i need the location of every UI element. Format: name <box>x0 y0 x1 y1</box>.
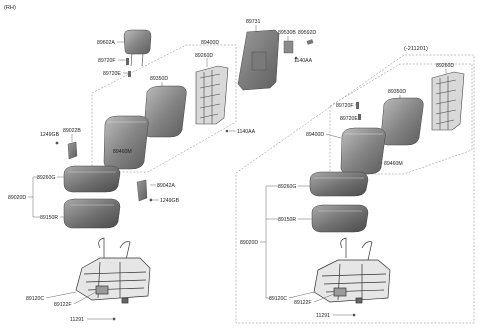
side-trim-89022B-part <box>67 141 78 160</box>
bolt-1140AA-mid-part <box>225 129 229 133</box>
label-89720E-right: 89720E <box>340 116 358 122</box>
screw-1249GB-lower-part <box>149 198 153 202</box>
seatback-foam-right-part <box>380 97 424 146</box>
seatback-cover-right-part <box>340 127 386 175</box>
label-89150R-left: 89150R <box>40 215 58 221</box>
bracket-89530B-part <box>283 40 294 54</box>
label-89122F-left: 89122F <box>54 302 72 308</box>
label-89120C-right: 89120C <box>269 296 287 302</box>
label-1140AA-upper: 1140AA <box>294 58 313 64</box>
label-89720F-left: 89720F <box>98 58 116 64</box>
label-89150R-right: 89150R <box>278 217 296 223</box>
label-89400D-left: 89400D <box>201 40 219 46</box>
leader-89400D-right <box>325 133 342 139</box>
label-89350D-right: 89350D <box>388 89 406 95</box>
bolt-11291-right-part <box>352 313 356 317</box>
back-panel-part <box>237 29 280 91</box>
label-89022B: 89022B <box>63 128 81 134</box>
label-89350D-left: 89350D <box>150 76 168 82</box>
label-89260D-left: 89260D <box>195 53 213 59</box>
seat-cushion-foam-part <box>63 198 121 229</box>
label-89530B: 89530B <box>278 30 296 36</box>
side-indicator: (RH) <box>4 5 16 11</box>
label-89020D-right: 89020D <box>240 240 258 246</box>
label-89400D-right: 89400D <box>306 132 324 138</box>
label-1140AA-mid: 1140AA <box>237 129 256 135</box>
label-89460M-left: 89460M <box>113 149 132 155</box>
label-89020D-left: 89020D <box>8 195 26 201</box>
label-89720E-left: 89720E <box>103 71 121 77</box>
label-89460M-right: 89460M <box>384 161 403 167</box>
label-89260G-left: 89260G <box>37 175 55 181</box>
label-89042A: 89042A <box>157 183 175 189</box>
leader-89122F-right <box>313 293 335 303</box>
label-89120C-left: 89120C <box>26 296 44 302</box>
clip-89592D-part <box>306 39 314 45</box>
label-1249GB-lower: 1249GB <box>160 198 180 204</box>
screw-1249GB-upper-part <box>55 141 59 145</box>
bolt-1140AA-upper-part <box>294 56 298 62</box>
label-89592D: 89592D <box>298 30 316 36</box>
side-shield-89042A-part <box>136 179 148 202</box>
seat-cushion-cover-right-part <box>309 171 369 197</box>
leader-89120C-right <box>288 291 315 299</box>
label-89260G-right: 89260G <box>278 184 296 190</box>
leader-89122F-left <box>73 291 97 305</box>
label-11291-right: 11291 <box>316 313 330 319</box>
label-1249GB-upper: 1249GB <box>40 132 60 138</box>
seat-cushion-cover-part <box>63 165 121 193</box>
seatback-frame-right-part <box>431 71 465 131</box>
variant-indicator: (-211201) <box>404 46 428 52</box>
label-89602A: 89602A <box>97 40 115 46</box>
variant-assembly-outline <box>235 54 475 324</box>
seatback-frame-part <box>195 65 229 125</box>
headrest-guide-right-part <box>356 102 361 120</box>
seatback-cover-part <box>103 115 149 170</box>
seat-frame-right-part <box>313 237 391 304</box>
bolt-11291-left-part <box>112 317 116 321</box>
seatback-foam-part <box>143 85 187 138</box>
label-89720F-right: 89720F <box>336 103 354 109</box>
label-89122F-right: 89122F <box>294 300 312 306</box>
label-11291-left: 11291 <box>70 317 84 323</box>
leader-89120C-left <box>45 291 77 299</box>
seat-cushion-foam-right-part <box>311 204 369 233</box>
seat-frame-left-part <box>75 237 151 304</box>
headrest-part <box>123 29 152 67</box>
headrest-guide-part <box>126 58 131 77</box>
label-89731: 89731 <box>246 19 261 25</box>
label-89260D-right: 89260D <box>436 63 454 69</box>
